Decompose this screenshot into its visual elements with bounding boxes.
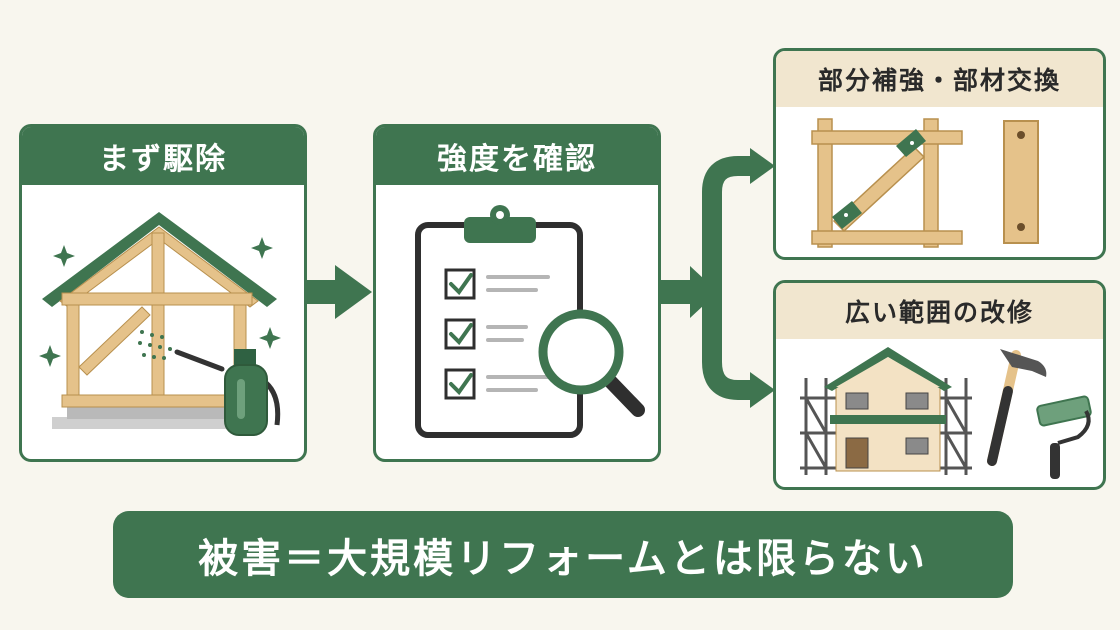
sparkle-icon [39,237,281,367]
house-frame-icon [39,212,281,436]
step-title-extermination: まず駆除 [22,127,304,185]
clipboard-icon [415,205,645,438]
option-card-wide-renovation: 広い範囲の改修 [773,280,1106,490]
conclusion-banner: 被害＝大規模リフォームとは限らない [113,511,1013,598]
step-title-strength-check: 強度を確認 [376,127,658,185]
scaffold-house-icon [800,347,1092,479]
step-card-strength-check: 強度を確認 [373,124,661,462]
sprayer-icon [174,349,281,436]
paint-roller-icon [1036,395,1092,479]
option-card-partial-repair: 部分補強・部材交換 [773,48,1106,260]
option-title-wide-renovation: 広い範囲の改修 [776,283,1103,339]
spray-mist-icon [138,330,172,360]
conclusion-text: 被害＝大規模リフォームとは限らない [198,535,928,582]
timber-plate-icon [1003,120,1039,244]
step-card-extermination: まず駆除 [19,124,307,462]
hammer-icon [987,349,1047,466]
timber-brace-icon [811,118,1039,248]
magnifier-icon [538,309,645,417]
option-title-partial-repair: 部分補強・部材交換 [776,51,1103,107]
